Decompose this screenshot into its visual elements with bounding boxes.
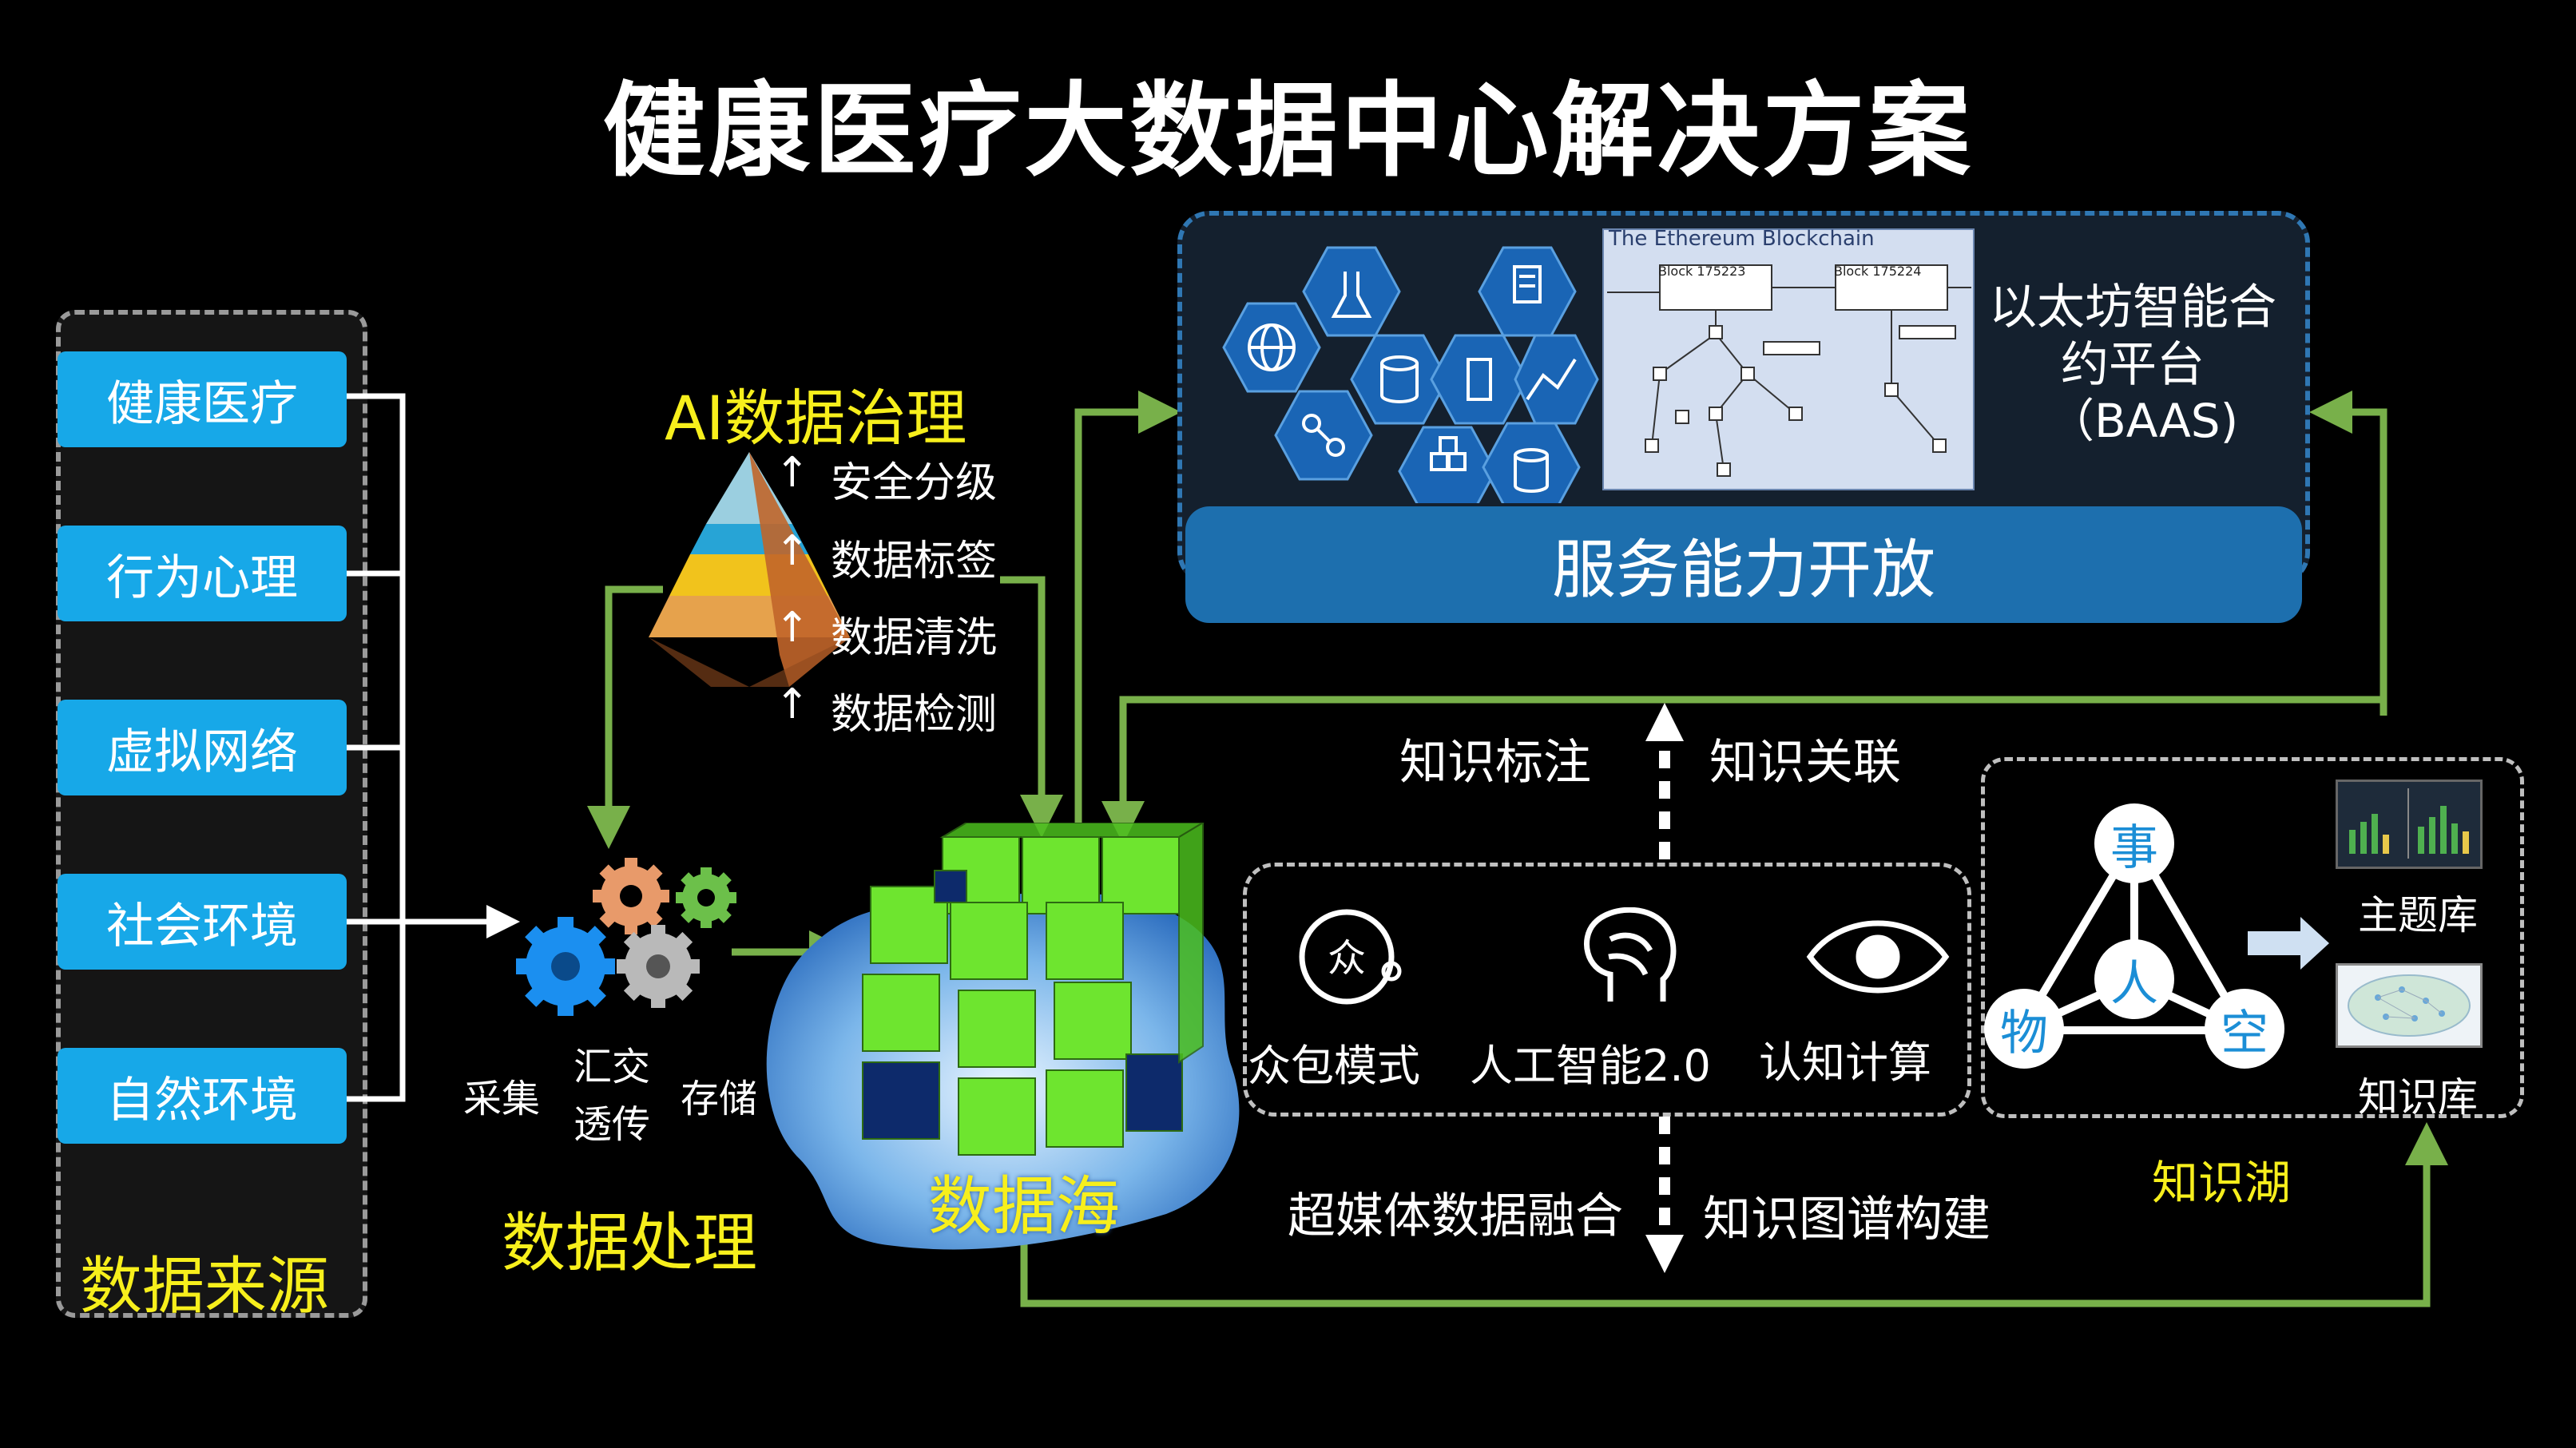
blockchain-diagram <box>1602 228 1975 490</box>
chart-line-icon <box>1514 334 1599 425</box>
knowledge-annotation-label: 知识标注 <box>1399 735 1591 791</box>
blockchain-graph <box>1607 264 1971 477</box>
source-social-environment[interactable]: 社会环境 <box>58 874 347 970</box>
crowdsourcing-icon <box>1299 909 1395 1005</box>
knowledge-graph-build-label: 知识图谱构建 <box>1703 1192 1991 1248</box>
knowledge-association-label: 知识关联 <box>1709 735 1901 791</box>
knowledge-lake-caption: 知识湖 <box>2152 1156 2292 1210</box>
governance-to-sea-arrow <box>1000 576 1063 838</box>
source-natural-environment[interactable]: 自然环境 <box>58 1048 347 1144</box>
data-sources-caption: 数据来源 <box>80 1251 330 1323</box>
knowledge-library-label: 知识库 <box>2358 1074 2478 1121</box>
down-arrow-icon <box>1645 1235 1684 1273</box>
level-data-labeling: 数据标签 <box>831 538 998 585</box>
ai-governance-title: AI数据治理 <box>665 383 967 454</box>
data-sea-caption: 数据海 <box>928 1169 1120 1244</box>
platform-line-3: （BAAS) <box>2048 394 2239 448</box>
step-store: 存储 <box>681 1077 758 1121</box>
node-event[interactable]: 事 <box>2094 803 2174 883</box>
topic-library-label: 主题库 <box>2358 892 2478 938</box>
up-arrow-icon <box>1645 703 1684 741</box>
gear-green <box>676 867 736 928</box>
database-gear-icon <box>1482 422 1581 503</box>
ai-method-icons: 众 <box>1299 907 1950 1005</box>
page-title: 健康医疗大数据中心解决方案 <box>602 72 1974 191</box>
hypermedia-fusion-label: 超媒体数据融合 <box>1288 1188 1623 1244</box>
step-collect: 采集 <box>463 1077 541 1121</box>
node-space[interactable]: 空 <box>2205 989 2284 1069</box>
circuit-icon <box>1430 334 1529 425</box>
level-arrow-2: ↑ <box>775 527 810 575</box>
level-arrow-3: ↑ <box>775 604 810 652</box>
governance-to-gears-arrow <box>587 585 663 849</box>
sea-to-service-arrow <box>1074 391 1181 823</box>
method-ai-2: 人工智能2.0 <box>1470 1041 1711 1091</box>
block-label-2: Block 175224 <box>1834 264 1922 279</box>
level-arrow-1: ↑ <box>775 449 810 497</box>
crowdsourcing-glyph: 众 <box>1328 936 1366 981</box>
service-hexagon-icons <box>1222 246 1599 503</box>
database-icon <box>1350 334 1449 425</box>
source-virtual-network[interactable]: 虚拟网络 <box>58 700 347 795</box>
sources-bracket <box>347 393 520 1102</box>
lake-to-service-arrow <box>2309 391 2387 716</box>
eye-icon <box>1806 920 1950 994</box>
data-sources-panel <box>56 310 367 1318</box>
service-capability-open-button[interactable]: 服务能力开放 <box>1185 506 2302 623</box>
method-crowdsourcing: 众包模式 <box>1248 1041 1420 1091</box>
data-processing-caption: 数据处理 <box>502 1206 757 1280</box>
arrow-right-icon <box>2248 917 2329 970</box>
block-label-1: Block 175223 <box>1658 264 1746 279</box>
governance-pyramid <box>649 452 850 687</box>
node-person[interactable]: 人 <box>2094 939 2174 1019</box>
cube-stack <box>862 823 1205 1156</box>
level-data-detection: 数据检测 <box>831 691 998 739</box>
platform-line-1: 以太坊智能合 <box>1989 280 2276 335</box>
level-arrow-4: ↑ <box>775 680 810 728</box>
step-aggregate: 汇交 <box>574 1045 651 1089</box>
ai-methods-box <box>1243 863 1971 1117</box>
node-object[interactable]: 物 <box>1984 989 2064 1069</box>
level-security-grading: 安全分级 <box>831 459 998 507</box>
flask-icon <box>1302 246 1401 337</box>
source-behavior-psychology[interactable]: 行为心理 <box>58 526 347 621</box>
level-data-cleaning: 数据清洗 <box>831 614 998 662</box>
method-cognitive-computing: 认知计算 <box>1759 1037 1931 1088</box>
gear-gray <box>617 925 700 1008</box>
brain-icon <box>1584 907 1677 1002</box>
sea-to-lake-arrow <box>1020 1122 2448 1307</box>
document-icon <box>1478 246 1577 337</box>
blockchain-title: The Ethereum Blockchain <box>1609 227 1875 251</box>
data-sea-illustration <box>766 823 1240 1250</box>
topic-library-thumbnail[interactable] <box>2336 780 2483 869</box>
gear-orange <box>593 858 669 934</box>
step-transmit: 透传 <box>574 1102 651 1147</box>
knowledge-lake-box <box>1981 757 2524 1118</box>
platform-line-2: 约平台 <box>2061 337 2205 393</box>
knowledge-library-thumbnail[interactable] <box>2336 963 2483 1048</box>
gear-blue <box>516 917 615 1016</box>
gears-icon <box>516 858 736 1016</box>
source-health-medical[interactable]: 健康医疗 <box>58 351 347 447</box>
